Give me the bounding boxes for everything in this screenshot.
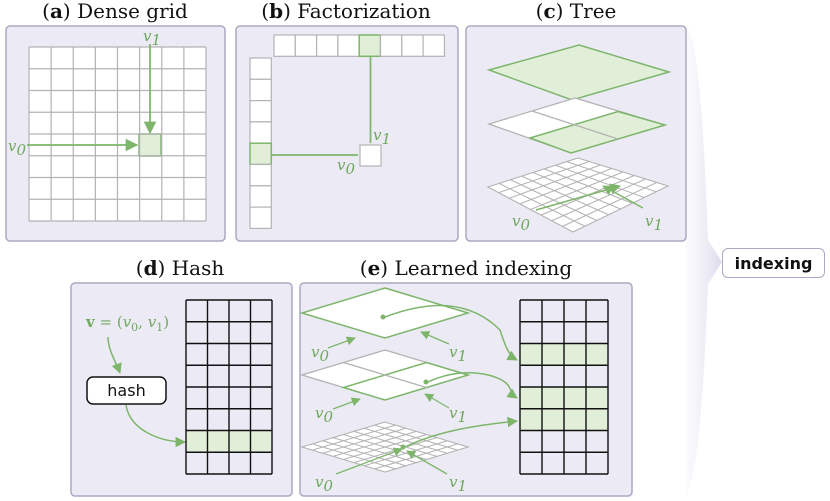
panel-factorization: (b) Factorization v1 v0 bbox=[235, 0, 459, 242]
tree-level-1-divider bbox=[531, 110, 619, 140]
hash-table bbox=[185, 299, 273, 475]
learned-level-1-point bbox=[423, 379, 429, 385]
label-v1: v1 bbox=[373, 126, 391, 148]
label-v1: v1 bbox=[449, 404, 467, 426]
factor-row-cell bbox=[337, 34, 360, 57]
panel-a-title: (a) Dense grid bbox=[42, 0, 188, 23]
indexing-brace bbox=[686, 25, 722, 496]
learned-grid-line bbox=[322, 440, 406, 467]
indexing-label: indexing bbox=[722, 248, 825, 278]
learned-v0-arrow-1 bbox=[332, 397, 361, 410]
tree-grid-line bbox=[562, 182, 657, 227]
factor-row-cell bbox=[401, 34, 424, 57]
factor-row-vector bbox=[273, 34, 446, 58]
learned-v0-arrow-0 bbox=[327, 336, 356, 349]
learned-v0-arrow-2 bbox=[335, 447, 403, 475]
panel-c-title: (c) Tree bbox=[536, 0, 617, 23]
factor-column-cell bbox=[249, 185, 272, 208]
learned-lookup-arrow-2 bbox=[404, 416, 519, 448]
learned-grid-line bbox=[332, 437, 417, 464]
tree-level-2-grid bbox=[486, 157, 670, 233]
dense-grid-selected-cell bbox=[138, 133, 162, 157]
panel-tree: (c) Tree v0 v1 bbox=[465, 0, 687, 242]
tree-grid-frame bbox=[486, 157, 670, 233]
learned-level-1-divider bbox=[343, 361, 427, 389]
label-v0: v0 bbox=[512, 212, 530, 234]
tree-grid-line bbox=[551, 178, 646, 222]
tree-grid-line bbox=[532, 172, 621, 210]
hash-to-table-arrow bbox=[125, 404, 187, 448]
tree-grid-line bbox=[499, 182, 586, 227]
factor-row-cell bbox=[358, 34, 382, 58]
tree-grid-line bbox=[510, 179, 597, 221]
learned-v1-arrow-2 bbox=[406, 450, 448, 475]
factor-row-cell bbox=[294, 34, 318, 57]
vector-label: v = (v0, v1) bbox=[85, 313, 169, 334]
factor-column-vector bbox=[249, 57, 273, 230]
factor-column-cell bbox=[249, 206, 272, 230]
label-v1: v1 bbox=[449, 473, 467, 495]
hash-function-label: hash bbox=[107, 381, 145, 400]
learned-lookup-arrow-0 bbox=[384, 304, 518, 361]
label-v0: v0 bbox=[315, 473, 333, 495]
factor-row-cell bbox=[316, 34, 339, 57]
learned-level-2-grid bbox=[300, 421, 470, 473]
factor-row-cell bbox=[379, 34, 403, 57]
factor-column-cell bbox=[249, 121, 272, 144]
factor-column-cell bbox=[249, 99, 272, 123]
label-v1: v1 bbox=[449, 343, 467, 365]
label-v1: v1 bbox=[143, 27, 161, 49]
dense-grid-lines bbox=[28, 46, 207, 222]
hash-function-box bbox=[86, 376, 167, 405]
learned-feature-table bbox=[519, 299, 609, 475]
learned-grid-line bbox=[312, 443, 396, 470]
vector-to-hash-arrow bbox=[107, 336, 122, 374]
label-v0: v0 bbox=[337, 156, 355, 178]
label-v0: v0 bbox=[311, 343, 329, 365]
learned-v1-arrow-1 bbox=[424, 393, 450, 409]
factor-row-cell bbox=[273, 34, 296, 57]
panel-learned-indexing: (e) Learned indexing v0 v1 v0 v1 v0 v1 bbox=[299, 256, 633, 497]
panel-e-title: (e) Learned indexing bbox=[360, 256, 573, 280]
tree-grid-line bbox=[521, 175, 609, 216]
label-v0: v0 bbox=[8, 137, 26, 159]
panel-hash: (d) Hash v = (v0, v1) hash bbox=[70, 256, 293, 497]
factor-column-cell bbox=[249, 163, 272, 187]
learned-level-0 bbox=[299, 287, 471, 339]
label-v0: v0 bbox=[315, 404, 333, 426]
learned-grid-line bbox=[364, 440, 448, 467]
tree-v1-arrow bbox=[602, 185, 644, 209]
learned-level-0-point bbox=[380, 314, 386, 320]
factor-column-cell bbox=[249, 57, 272, 80]
panel-b-title: (b) Factorization bbox=[261, 0, 431, 23]
factor-column-cell bbox=[249, 78, 272, 102]
factor-column-cell bbox=[249, 142, 273, 166]
panel-dense-grid: (a) Dense grid v1 v0 bbox=[5, 0, 226, 242]
panel-d-title: (d) Hash bbox=[136, 256, 225, 280]
learned-v1-arrow-0 bbox=[420, 331, 450, 345]
factor-row-cell bbox=[422, 34, 446, 57]
panel-b-frame bbox=[235, 25, 459, 242]
factor-product-cell bbox=[359, 144, 382, 167]
label-v1: v1 bbox=[645, 212, 663, 234]
learned-lookup-arrow-1 bbox=[427, 372, 518, 399]
